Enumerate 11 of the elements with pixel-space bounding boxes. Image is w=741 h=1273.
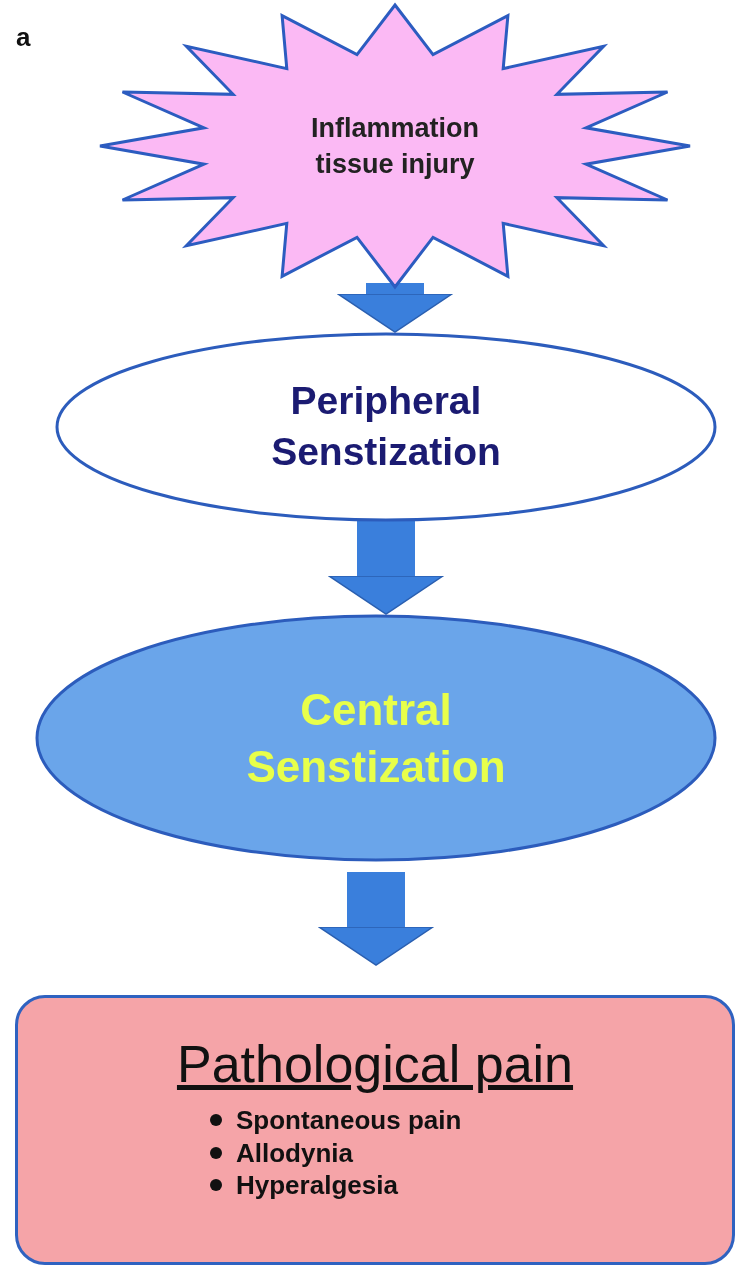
panel-letter: a [16, 22, 31, 53]
node-text: Inflammation tissue injury [310, 111, 480, 181]
block-arrow [318, 872, 434, 966]
list-item: Hyperalgesia [236, 1169, 398, 1202]
node-text: Peripheral Senstization [270, 378, 502, 475]
block-arrow [337, 283, 453, 333]
node-text: Central Senstization [245, 683, 507, 793]
list-item: Spontaneous pain [236, 1104, 462, 1137]
box-heading: Pathological pain [176, 1034, 574, 1094]
list-item: Allodynia [236, 1136, 353, 1169]
rounded-box [15, 995, 735, 1265]
